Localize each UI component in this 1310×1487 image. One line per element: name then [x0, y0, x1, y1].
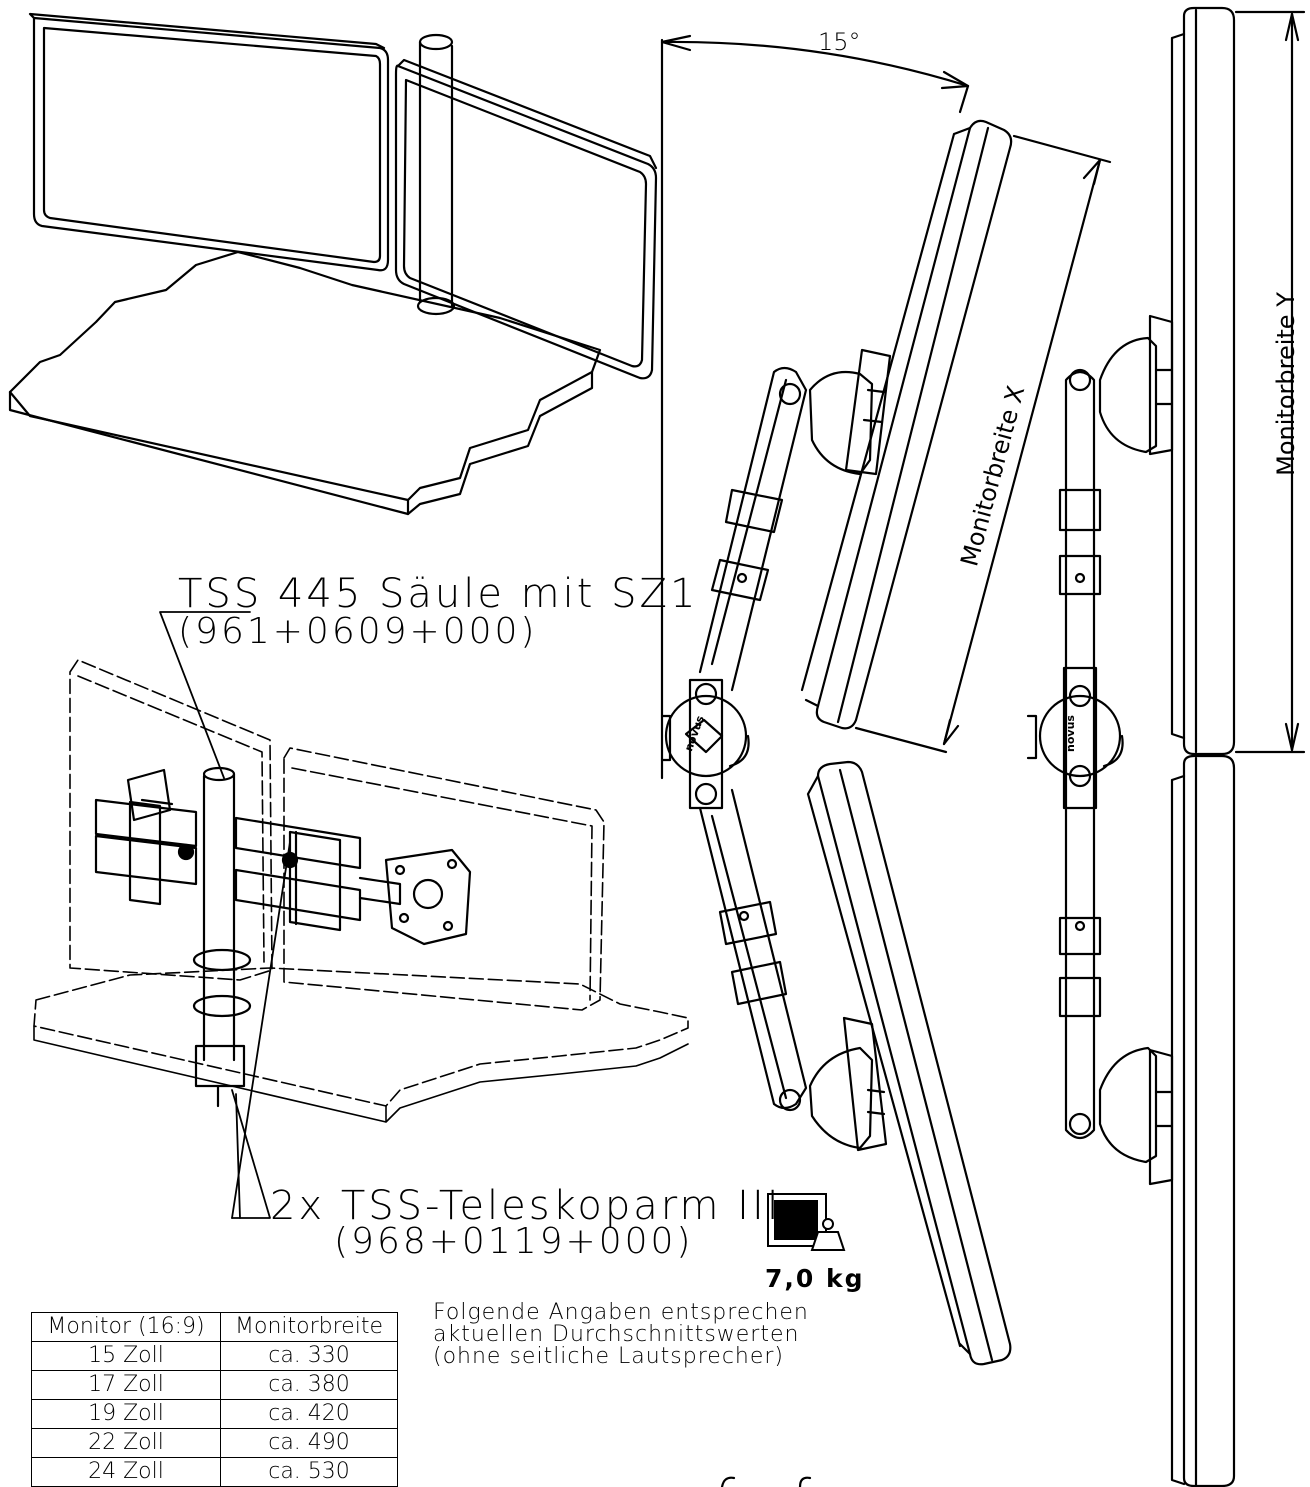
straight-monitor-top	[1182, 6, 1236, 756]
straight-monitor-bottom	[1182, 754, 1236, 1487]
table-cell: ca. 420	[220, 1399, 398, 1429]
lower-monitor	[816, 760, 1012, 1366]
column-part-number: (961+0609+000)	[178, 611, 538, 652]
table-cell: ca. 490	[220, 1428, 398, 1458]
table-header-row: Monitor (16:9) Monitorbreite	[31, 1312, 398, 1342]
left-monitor	[32, 16, 390, 272]
logo-right: novus	[1063, 715, 1077, 752]
table-row: 17 Zoll ca. 380	[31, 1370, 398, 1400]
table-cell: 22 Zoll	[31, 1428, 221, 1458]
table-cell: ca. 380	[220, 1370, 398, 1400]
table-header: Monitor (16:9)	[31, 1312, 221, 1342]
note-line-3: (ohne seitliche Lautsprecher)	[433, 1344, 785, 1369]
table-header: Monitorbreite	[220, 1312, 398, 1342]
weight-label: 7,0 kg	[765, 1264, 865, 1293]
upper-monitor	[815, 119, 1013, 730]
column-title: TSS 445 Säule mit SZ1	[178, 571, 699, 617]
note-text: Folgende Angaben entsprechen aktuellen D…	[433, 1302, 809, 1368]
angle-label: 15°	[818, 28, 861, 56]
table-cell: 15 Zoll	[31, 1341, 221, 1371]
leader-lines	[159, 611, 291, 1219]
arm-title: 2x TSS-Teleskoparm III	[270, 1183, 782, 1229]
top-view-angled	[660, 34, 1112, 1366]
table-cell: ca. 330	[220, 1341, 398, 1371]
iso-view-dual-monitors	[8, 12, 658, 516]
note-line-1: Folgende Angaben entsprechen	[433, 1300, 809, 1325]
table-cell: 24 Zoll	[31, 1457, 221, 1487]
table-row: 24 Zoll ca. 530	[31, 1457, 398, 1487]
monitor-size-table: Monitor (16:9) Monitorbreite 15 Zoll ca.…	[31, 1312, 398, 1487]
table-cell: ca. 530	[220, 1457, 398, 1487]
table-row: 15 Zoll ca. 330	[31, 1341, 398, 1371]
table-row: 19 Zoll ca. 420	[31, 1399, 398, 1429]
dimension-label-y: Monitorbreite Y	[1272, 292, 1300, 476]
table-cell: 17 Zoll	[31, 1370, 221, 1400]
right-monitor	[394, 64, 658, 380]
vesa-plate	[384, 848, 472, 946]
top-view-straight	[1026, 6, 1306, 1487]
arm-column	[202, 772, 236, 1062]
table-row: 22 Zoll ca. 490	[31, 1428, 398, 1458]
iso-view-arm-assembly	[33, 659, 689, 1123]
dimension-label-y-text: Monitorbreite Y	[1271, 292, 1300, 476]
weight-icon	[767, 1193, 846, 1251]
arm-part-number: (968+0119+000)	[334, 1221, 694, 1262]
desk-top	[8, 250, 602, 502]
note-line-2: aktuellen Durchschnittswerten	[433, 1322, 800, 1347]
table-cell: 19 Zoll	[31, 1399, 221, 1429]
